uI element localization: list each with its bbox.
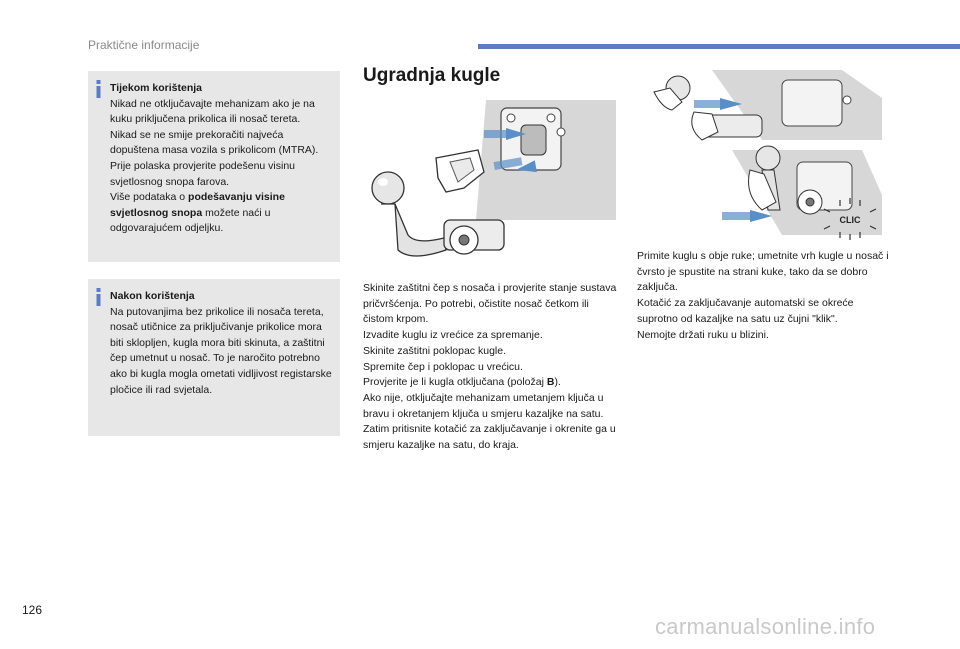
removal-instructions: Skinite zaštitni čep s nosača i provjeri… [363,281,618,454]
click-burst-icon [823,198,877,240]
text-span: možete naći u odgovarajućem odjeljku. [110,206,271,235]
blue-arrow [493,157,523,171]
info-icon [96,80,101,98]
hand-icon [691,111,719,141]
instruction-line: Skinite zaštitni poklopac kugle. [363,344,506,357]
bracket-bolt [506,113,516,123]
bracket-bolt [842,95,852,105]
text-span: ). [554,376,561,389]
blue-arrow [516,160,537,173]
bracket-bolt [556,127,566,137]
hand-icon [748,169,777,211]
header-title: Praktične informacije [88,38,200,52]
locking-wheel-center [805,197,815,207]
instruction-line: Primite kuglu s obje ruke; umetnite vrh … [637,250,889,294]
tow-ball-insertion-illustration: CLIC [653,70,882,240]
text-span: Provjerite je li kugla otključana (polož… [363,376,547,389]
watermark: carmanualsonline.info [655,614,876,639]
info-box-during-use: Tijekom korištenja Nikad ne otključavajt… [88,71,340,262]
box-heading: Nakon korištenja [110,290,195,302]
locking-wheel-center [458,234,470,246]
tow-ball-removal-illustration [371,100,616,257]
tow-ball [755,145,781,171]
blue-arrow [694,100,722,108]
protective-cap-detail [449,157,475,183]
instruction-line: Izvadite kuglu iz vrećice za spremanje. [363,329,543,342]
instruction-line: Nemojte držati ruku u blizini. [637,328,769,341]
box-paragraph: Na putovanjima bez prikolice ili nosača … [110,305,332,396]
box-heading: Tijekom korištenja [110,82,203,94]
text-span: Više podataka o [110,191,189,204]
box-paragraph: Prije polaska provjerite podešenu visinu… [110,159,296,188]
blue-arrow [484,130,508,138]
page-number: 126 [22,603,43,617]
tow-ball [371,171,405,205]
header-accent-bar [478,44,960,49]
blue-arrow [506,128,526,140]
instruction-line: Spremite čep i poklopac u vrećicu. [363,360,523,373]
blue-arrow [722,212,750,220]
click-label: CLIC [840,215,861,225]
bracket-plate [781,79,843,127]
box-paragraph-reference: Više podataka o podešavanju visine svjet… [110,190,332,237]
instruction-line: Kotačić za zaključavanje automatski se o… [637,297,854,325]
instruction-line: Skinite zaštitni čep s nosača i provjeri… [363,282,617,326]
hand-icon [653,87,683,111]
tow-ball-neck [381,203,447,257]
bracket-bolt [546,113,556,123]
box-paragraph: Nikad ne otključavajte mehanizam ako je … [110,97,315,126]
insertion-instructions: Primite kuglu s obje ruke; umetnite vrh … [637,249,892,343]
instruction-line-check: Provjerite je li kugla otključana (polož… [363,375,618,391]
tow-ball-highlight [378,178,388,186]
position-label: B [546,376,555,389]
reference-link-text: podešavanju visine svjetlosnog snopa [110,191,285,219]
instruction-line: Ako nije, otključajte mehanizam umetanje… [363,391,616,452]
socket-opening [520,124,547,156]
blue-arrow [720,98,742,110]
blue-arrow [750,210,772,222]
info-box-after-use: Nakon korištenja Na putovanjima bez prik… [88,279,340,436]
box-paragraph: Nikad se ne smije prekoračiti najveća do… [110,128,319,157]
info-icon [96,288,101,306]
section-title: Ugradnja kugle [363,65,501,86]
